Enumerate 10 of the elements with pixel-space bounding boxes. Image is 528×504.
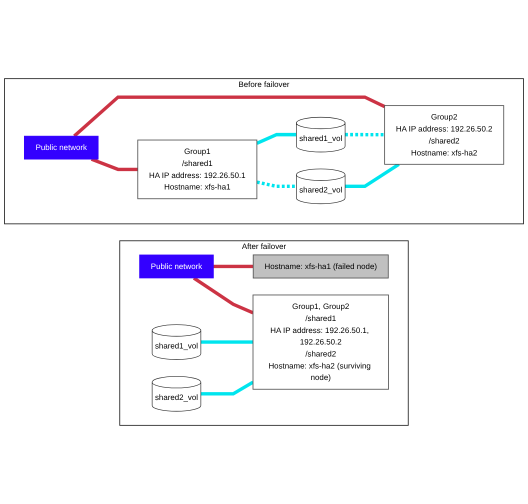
connector [345,162,400,188]
connector [256,180,296,188]
connector [214,264,254,268]
connector [200,340,253,344]
connector [90,158,138,172]
connector [192,276,254,314]
connector [256,132,296,145]
connector [200,380,254,396]
connector [73,95,386,138]
connector [345,132,385,136]
